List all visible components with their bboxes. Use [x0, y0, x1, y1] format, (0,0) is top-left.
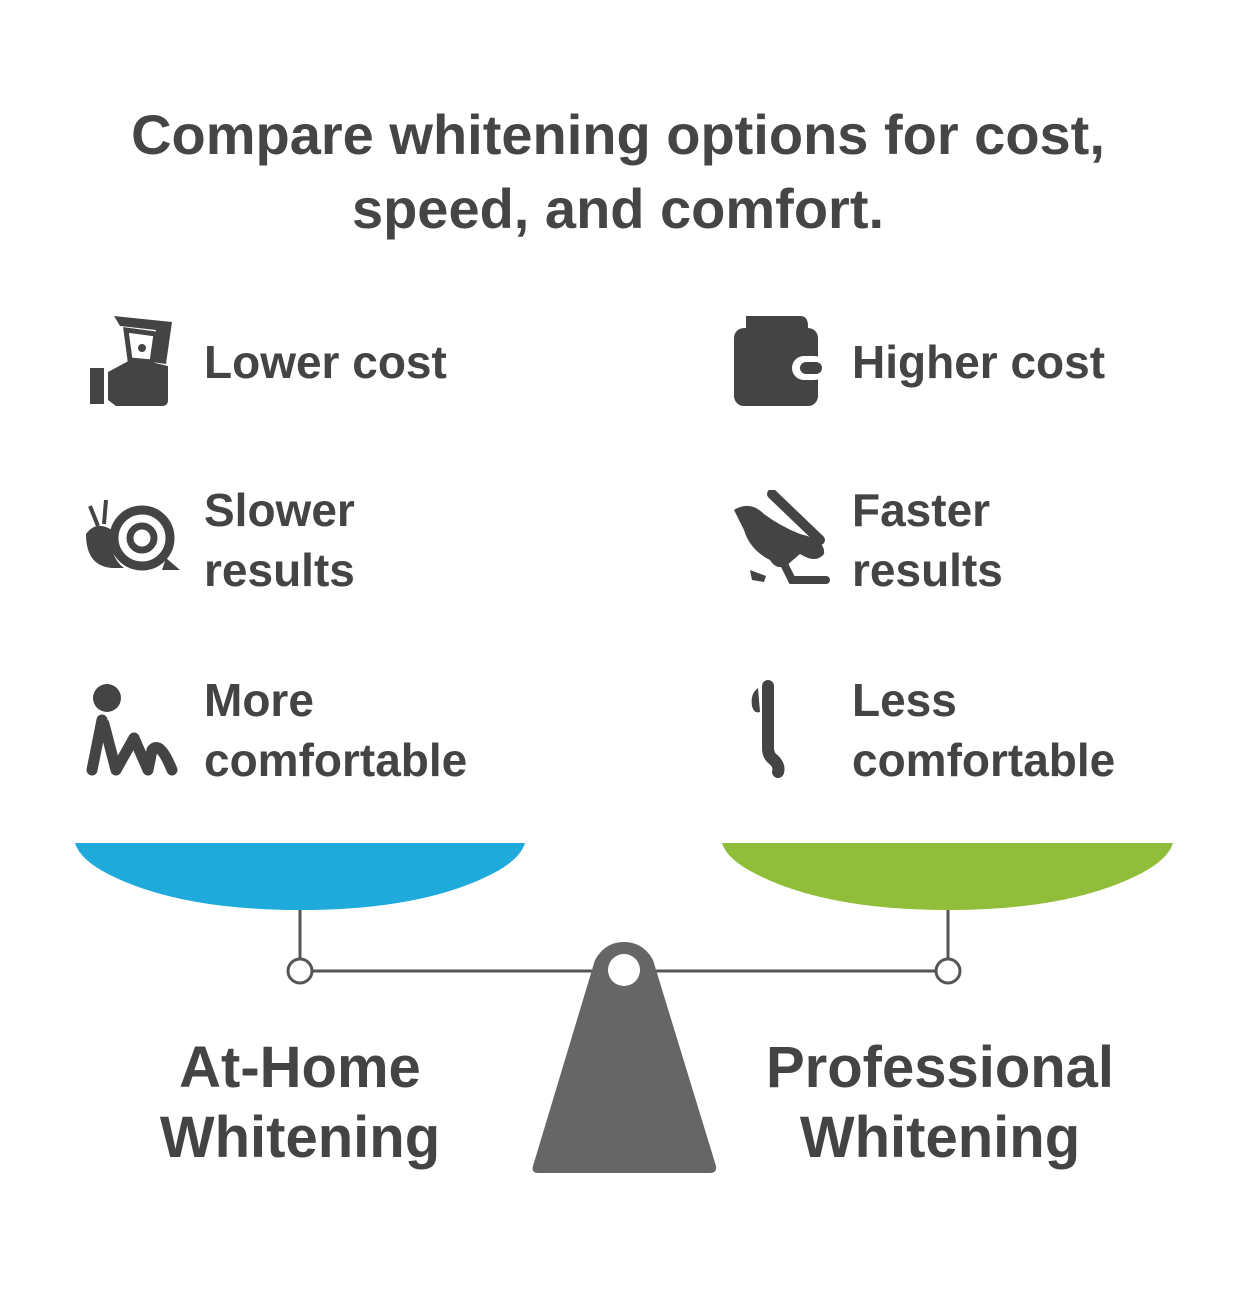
at-home-label-line-1: At-Home	[179, 1035, 421, 1100]
wallet-icon	[734, 316, 826, 406]
lower-cost-text: Lower cost	[204, 336, 447, 388]
more-comfortable-item: More comfortable	[82, 670, 467, 790]
fulcrum-pivot	[608, 954, 640, 986]
title-line-2: speed, and comfort.	[351, 177, 885, 240]
rigid-person-icon	[751, 680, 785, 778]
hand-money-icon	[90, 316, 172, 406]
faster-results-text: results	[852, 544, 1003, 596]
rabbit-icon	[734, 490, 830, 584]
professional-label-line-2: Whitening	[799, 1105, 1081, 1170]
title-line-1: Compare whitening options for cost,	[131, 103, 1105, 166]
at-home-whitening-label: At-Home Whitening	[50, 1033, 550, 1173]
at-home-label-line-2: Whitening	[159, 1105, 441, 1170]
faster-text: Faster	[852, 484, 991, 536]
fulcrum	[532, 942, 717, 1173]
slower-text: Slower	[204, 484, 355, 536]
left-pan	[75, 843, 525, 910]
snail-icon	[86, 499, 180, 571]
slower-results-item: Slower results	[82, 480, 355, 600]
less-comfortable-item: Less comfortable	[730, 670, 1115, 790]
right-hinge	[934, 957, 962, 985]
higher-cost-text: Higher cost	[852, 336, 1106, 388]
relaxed-person-icon	[86, 684, 178, 776]
more-text: More	[204, 674, 314, 726]
right-pan	[722, 843, 1173, 910]
higher-cost-item: Higher cost	[730, 312, 1105, 412]
left-hinge	[286, 957, 314, 985]
less-comfortable-text: comfortable	[852, 734, 1116, 786]
lower-cost-item: Lower cost	[82, 312, 447, 412]
professional-whitening-label: Professional Whitening	[690, 1033, 1190, 1173]
less-text: Less	[852, 674, 957, 726]
professional-label-line-1: Professional	[765, 1035, 1115, 1100]
comfortable-text: comfortable	[204, 734, 468, 786]
faster-results-item: Faster results	[730, 480, 1003, 600]
page-title: Compare whitening options for cost, spee…	[0, 98, 1236, 246]
slower-results-text: results	[204, 544, 355, 596]
